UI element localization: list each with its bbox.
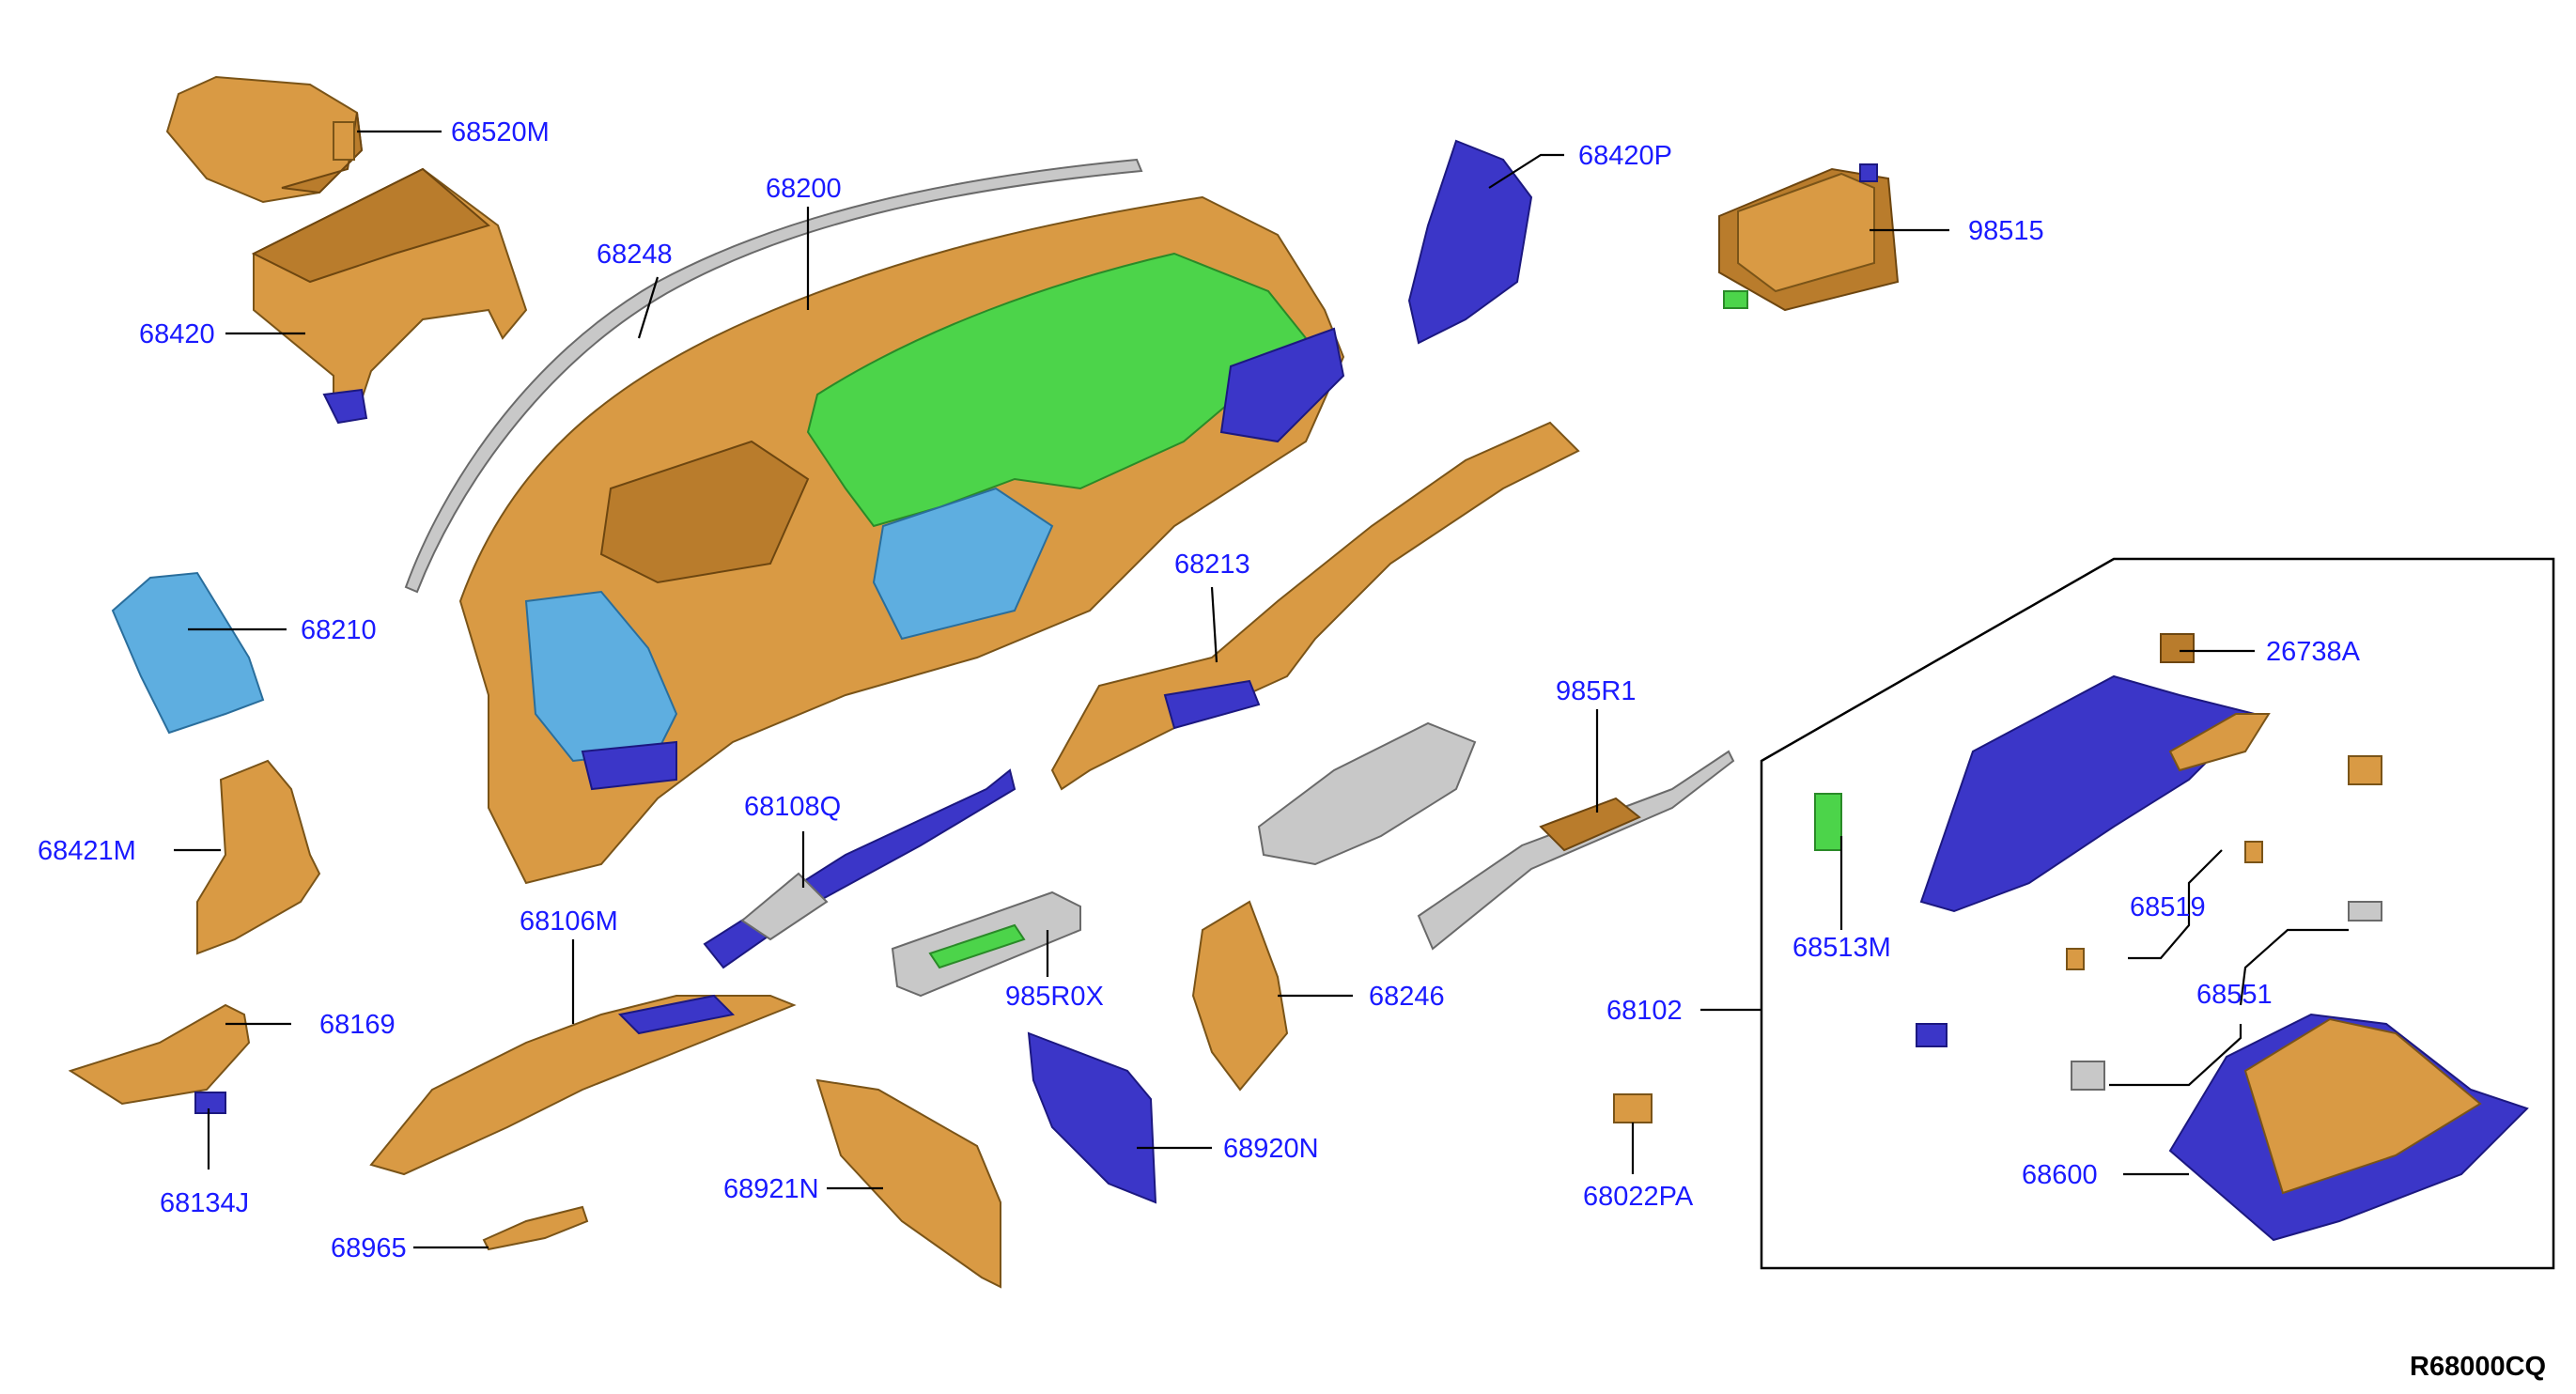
part-68519-illustration [2066,841,2263,970]
small-part-illustration [1916,1023,1948,1047]
part-68134J-illustration [194,1092,226,1114]
label-985R1[interactable]: 985R1 [1556,676,1636,706]
part-68420P-illustration [1407,139,1533,345]
label-68420[interactable]: 68420 [139,319,215,349]
label-68519[interactable]: 68519 [2130,892,2206,922]
label-68106M[interactable]: 68106M [520,906,618,937]
part-68200-illustration [458,195,1345,885]
part-68022PA-illustration [1613,1093,1653,1123]
label-68421M[interactable]: 68421M [38,836,136,866]
part-68210-illustration [111,571,265,735]
diagram-code: R68000CQ [2410,1352,2546,1382]
label-68210[interactable]: 68210 [301,615,377,645]
part-68246-illustration [1191,900,1289,1092]
label-68134J[interactable]: 68134J [160,1188,249,1218]
part-68169-illustration [68,1003,251,1106]
part-68248-illustration [404,158,1143,594]
part-68513M-illustration [1814,793,1842,851]
label-68213[interactable]: 68213 [1174,550,1250,580]
label-68108Q[interactable]: 68108Q [744,792,841,822]
label-68022PA[interactable]: 68022PA [1583,1182,1694,1212]
part-68213-illustration [1050,421,1580,791]
label-68169[interactable]: 68169 [319,1010,396,1040]
label-68246[interactable]: 68246 [1369,982,1445,1012]
part-68421M-illustration [196,759,321,955]
label-26738A[interactable]: 26738A [2266,637,2361,667]
label-68102[interactable]: 68102 [1606,996,1683,1026]
vent-assembly-illustration [1257,721,1477,866]
part-68520M-illustration [165,75,364,204]
bracket-illustration [2348,755,2382,785]
label-68600[interactable]: 68600 [2022,1160,2098,1190]
part-98515-illustration [1718,163,1900,312]
part-68551-illustration [2071,901,2382,1091]
leader-lines [174,130,2349,1249]
part-68965-illustration [482,1205,589,1251]
part-985R0X-illustration [891,891,1081,998]
part-68921N-illustration [815,1078,1001,1289]
part-68108Q-illustration [703,768,1016,969]
label-68248[interactable]: 68248 [597,240,673,270]
label-68513M[interactable]: 68513M [1792,933,1891,963]
part-68920N-illustration [1027,1031,1157,1204]
label-68920N[interactable]: 68920N [1223,1134,1319,1164]
part-68106M-illustration [369,994,797,1176]
part-labels: 68520M 68420 68248 68200 68420P 98515 68… [38,117,2361,1263]
part-68600-illustration [2168,1013,2529,1242]
label-68921N[interactable]: 68921N [723,1174,819,1204]
label-68420P[interactable]: 68420P [1578,141,1672,171]
part-68420-illustration [251,167,528,425]
label-68520M[interactable]: 68520M [451,117,550,147]
label-68965[interactable]: 68965 [331,1233,407,1263]
label-985R0X[interactable]: 985R0X [1005,982,1104,1012]
glove-box-inset-frame [1760,557,2555,1270]
label-68200[interactable]: 68200 [766,174,842,204]
label-98515[interactable]: 98515 [1968,216,2044,246]
glove-box-housing-illustration [1919,674,2271,913]
label-68551[interactable]: 68551 [2196,980,2273,1010]
part-985R1-illustration [1417,750,1735,951]
part-26738A-illustration [2160,633,2195,663]
